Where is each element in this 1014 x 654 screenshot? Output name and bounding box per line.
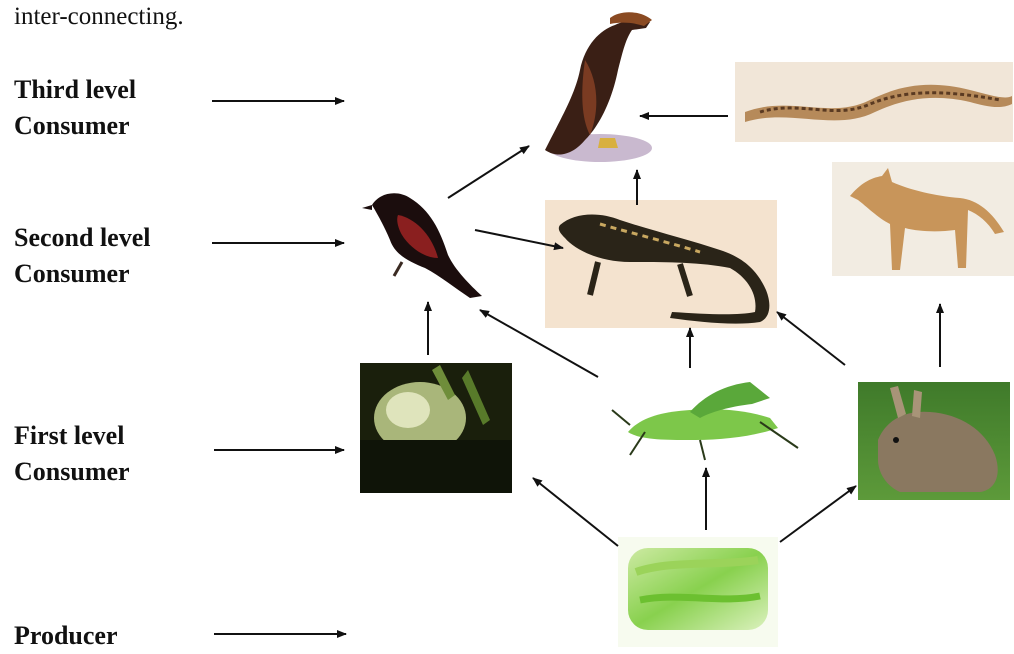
grasshopper-illustration — [610, 375, 806, 467]
arrow-rabbit-to-lizard — [777, 312, 845, 365]
arrow-bird-to-eagle — [448, 146, 529, 198]
eagle-illustration — [530, 8, 670, 168]
frog-photo — [360, 363, 512, 493]
snake-illustration — [735, 62, 1013, 142]
level-arrows — [212, 101, 346, 634]
lizard-illustration — [545, 200, 777, 328]
bird-illustration — [345, 180, 485, 300]
rabbit-photo — [858, 382, 1010, 500]
arrow-grass-to-rabbit — [780, 486, 856, 542]
arrow-grass-to-frog — [533, 478, 618, 546]
grass-illustration — [618, 537, 778, 647]
jackal-illustration — [832, 162, 1014, 276]
